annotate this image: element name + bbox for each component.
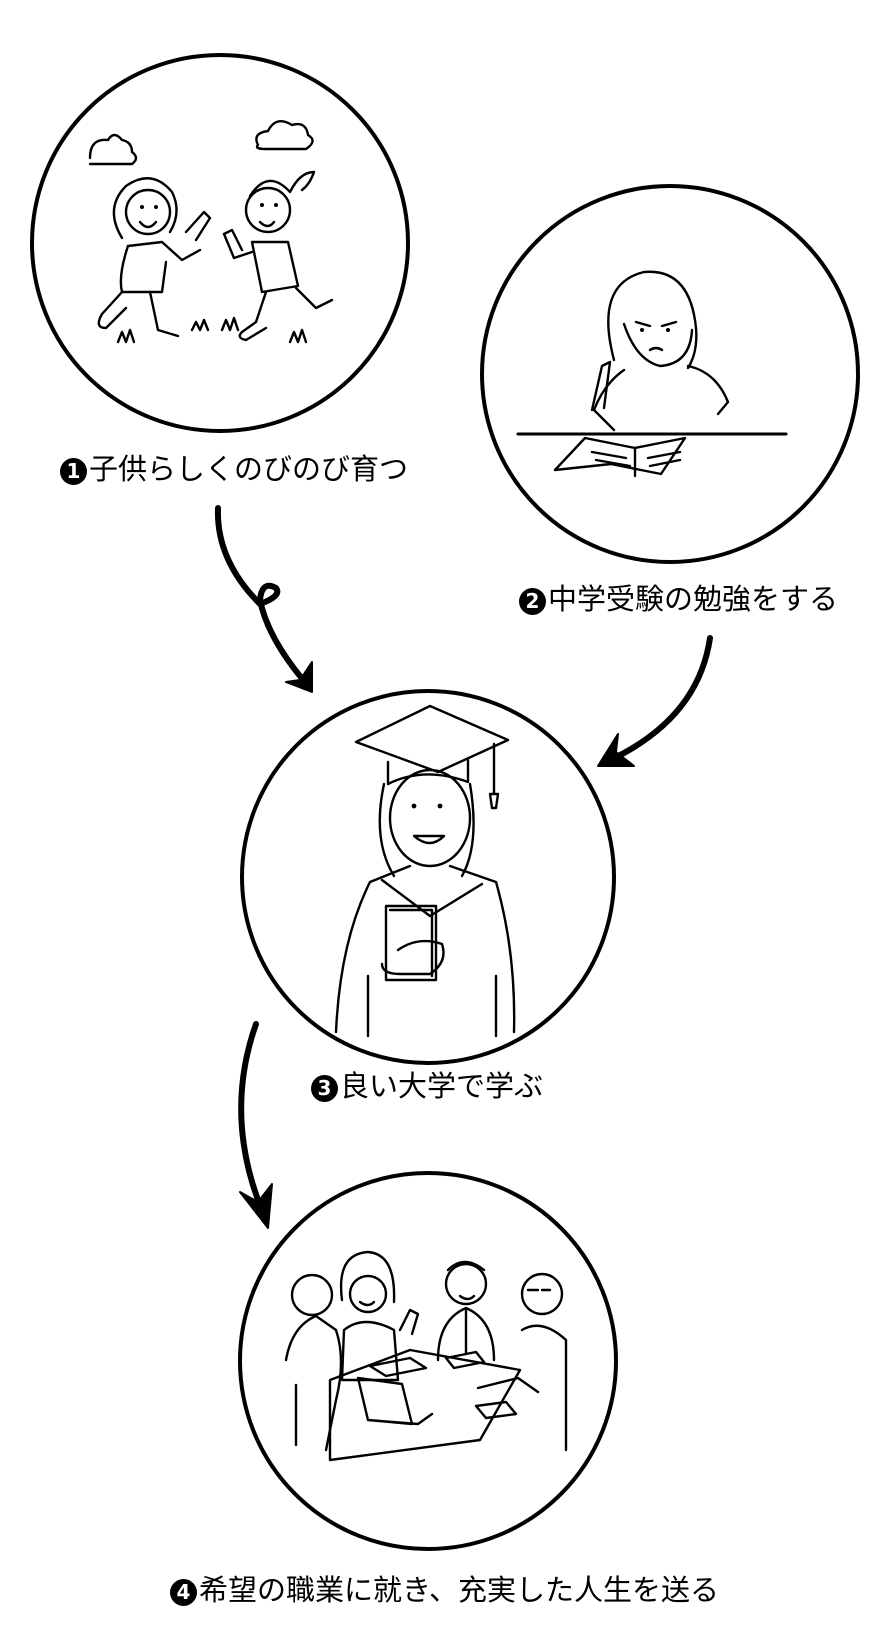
step-1-text: 子供らしくのびのび育つ <box>89 452 409 486</box>
business-meeting-icon <box>284 1250 568 1462</box>
step-3-text: 良い大学で学ぶ <box>340 1069 544 1103</box>
step-2-circle <box>480 184 860 564</box>
step-1-number: 1 <box>60 458 87 485</box>
girl-studying-icon <box>516 270 788 478</box>
step-1-illustration <box>30 53 410 433</box>
graduate-icon <box>334 704 516 1038</box>
step-4-illustration <box>238 1171 618 1551</box>
step-3-number: 3 <box>311 1075 338 1102</box>
arrow-step3-to-step4 <box>238 1021 273 1229</box>
step-4-text: 希望の職業に就き、充実した人生を送る <box>199 1573 719 1607</box>
children-playing-icon <box>88 119 334 344</box>
arrow-step1-to-step3 <box>214 505 313 693</box>
step-2-illustration <box>480 184 860 564</box>
arrow-step2-to-step3 <box>597 635 713 767</box>
step-3-circle <box>240 689 616 1065</box>
step-2-number: 2 <box>519 588 546 615</box>
step-1-circle <box>30 53 410 433</box>
step-3-illustration <box>240 689 616 1065</box>
step-2-text: 中学受験の勉強をする <box>548 582 839 616</box>
step-4-circle <box>238 1171 618 1551</box>
step-4-number: 4 <box>170 1579 197 1606</box>
